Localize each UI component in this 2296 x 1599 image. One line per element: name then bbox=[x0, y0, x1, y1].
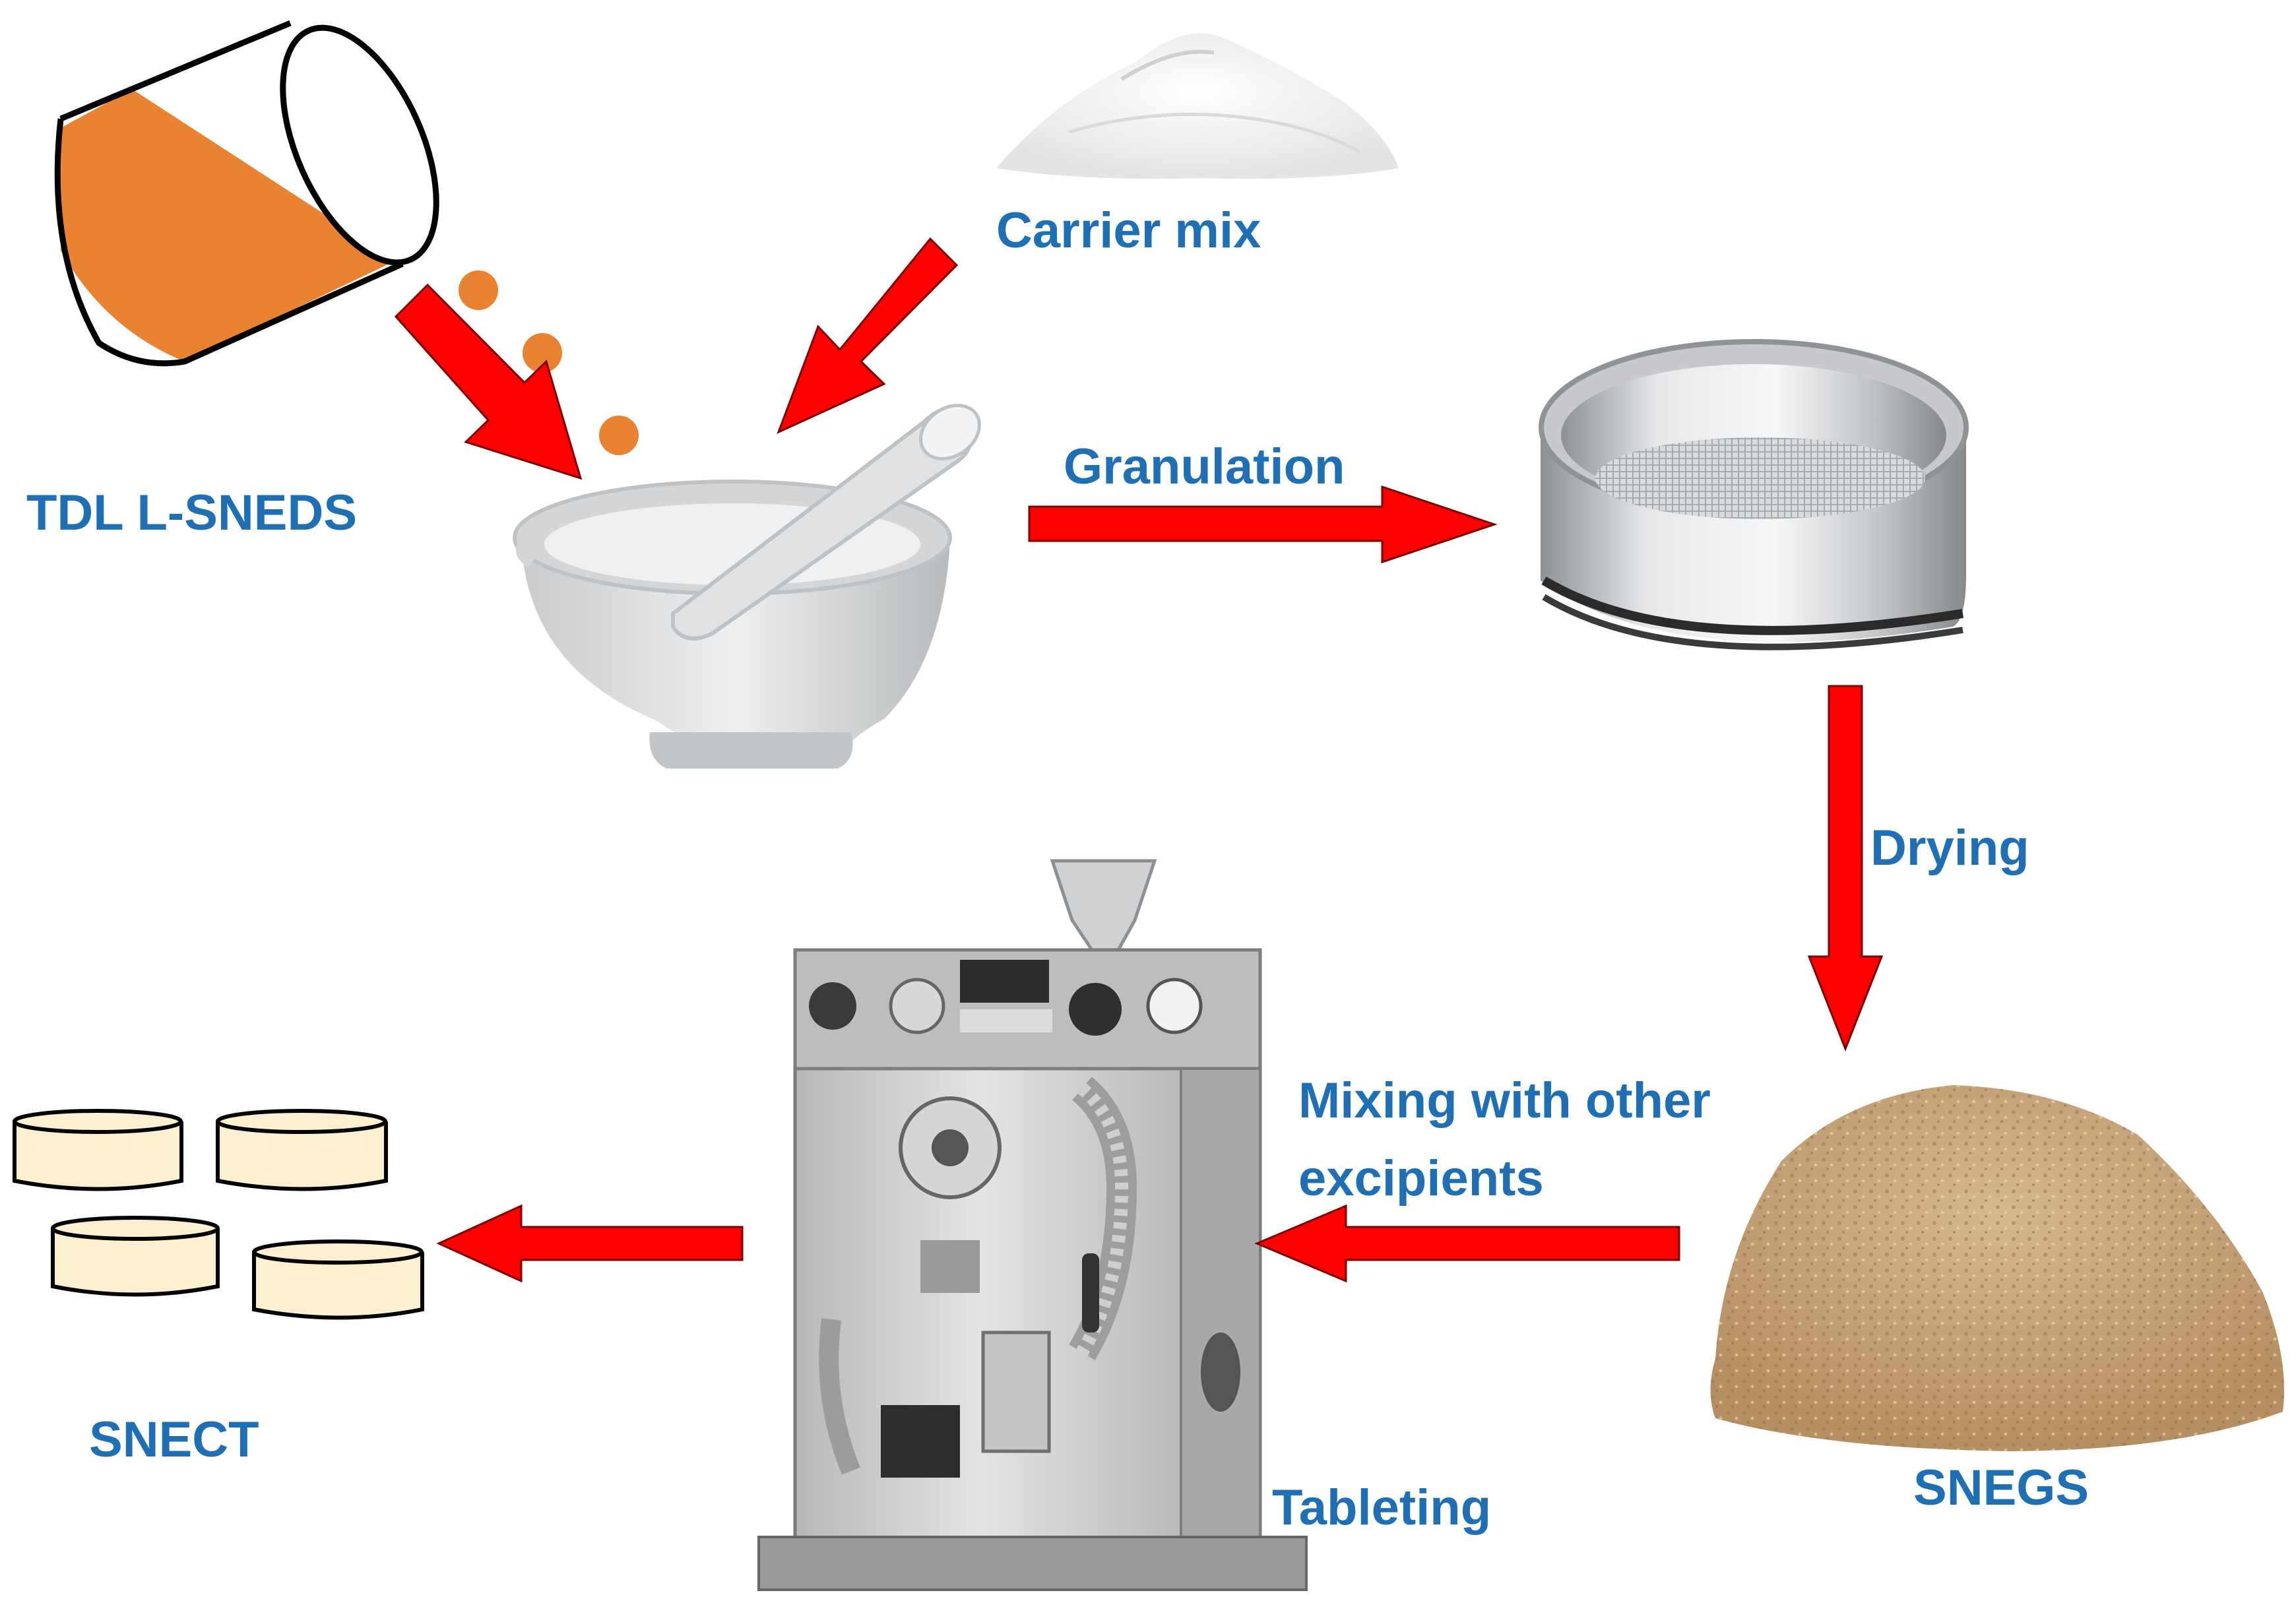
tablet-icon bbox=[216, 1109, 388, 1191]
granules-pile-icon bbox=[1710, 1085, 2284, 1451]
label-drying: Drying bbox=[1870, 820, 2029, 876]
droplet bbox=[523, 333, 562, 373]
sieve-icon bbox=[1539, 339, 1969, 650]
arrow-beaker-to-mortar bbox=[394, 283, 583, 480]
arrow-drying bbox=[1807, 685, 1884, 1052]
tablet-icon bbox=[252, 1239, 424, 1320]
arrow-mixing bbox=[1254, 1204, 1680, 1283]
droplet bbox=[459, 270, 498, 310]
droplets bbox=[459, 270, 639, 455]
powder-pile-icon bbox=[996, 33, 1399, 179]
arrow-carrier-to-mortar bbox=[777, 237, 959, 434]
label-tdl-lsneds: TDL L-SNEDS bbox=[26, 485, 358, 541]
droplet bbox=[599, 416, 639, 455]
beaker-icon bbox=[54, 20, 439, 367]
tablet-press-icon bbox=[757, 859, 1308, 1591]
tablets-group bbox=[13, 1109, 424, 1320]
label-granulation: Granulation bbox=[1064, 439, 1345, 495]
tablet-icon bbox=[13, 1109, 183, 1191]
label-tableting: Tableting bbox=[1272, 1480, 1492, 1536]
label-mixing: Mixing with other excipients bbox=[1298, 1073, 1711, 1207]
label-carrier-mix: Carrier mix bbox=[996, 203, 1261, 259]
label-snegs: SNEGS bbox=[1913, 1460, 2089, 1516]
tablet-icon bbox=[51, 1216, 220, 1297]
arrow-tableting bbox=[436, 1204, 744, 1283]
label-snect: SNECT bbox=[89, 1412, 259, 1468]
mortar-pestle-icon bbox=[513, 404, 981, 768]
arrow-granulation bbox=[1028, 485, 1498, 564]
